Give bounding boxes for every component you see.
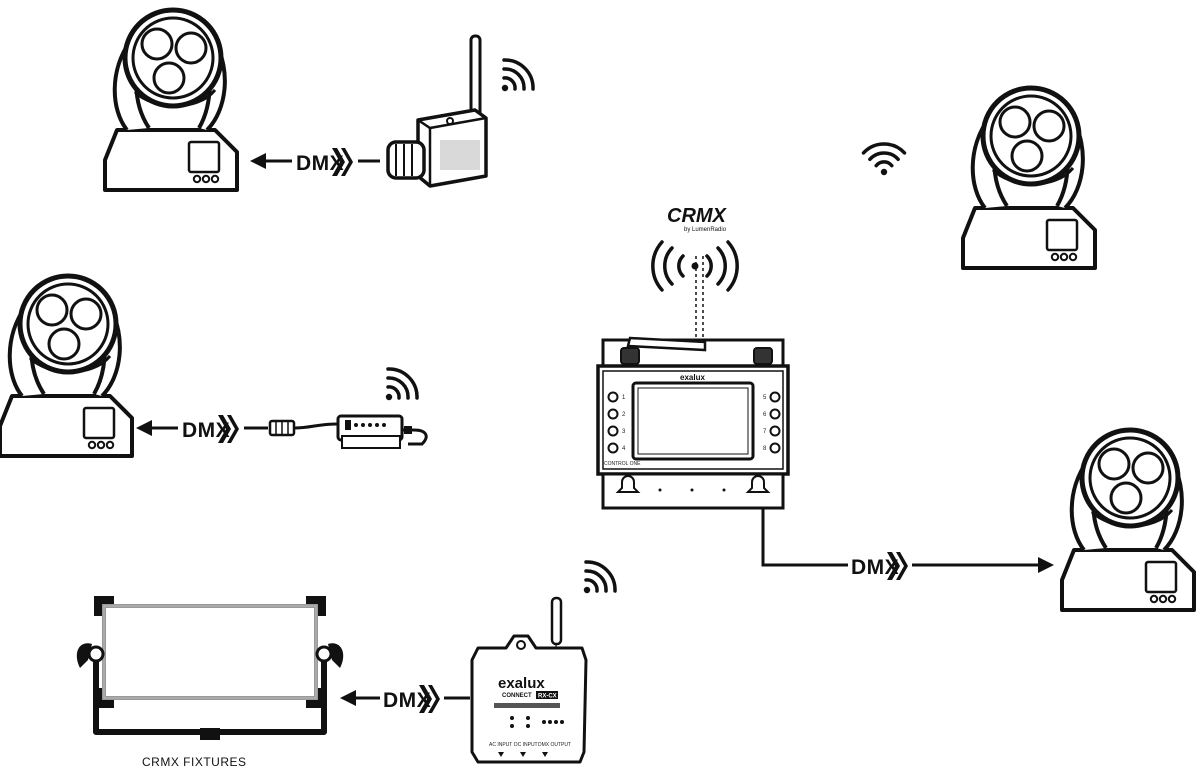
dmx-link-top-left: DMX <box>250 148 380 176</box>
arrow-right-icon <box>1038 557 1054 573</box>
fixture-moving-head-right <box>1062 430 1194 610</box>
connect-port-label: DMX OUTPUT <box>538 742 571 748</box>
fixture-moving-head-top-right <box>963 88 1095 268</box>
arrow-left-icon <box>136 420 152 436</box>
dmx-link-transmitter-to-right: DMX <box>761 508 1054 580</box>
dmx-label: DMX <box>182 419 230 442</box>
channel-button-label: 8 <box>763 446 767 452</box>
channel-button-label: 2 <box>622 412 626 418</box>
crmx-logo: CRMX by LumenRadio <box>667 205 728 233</box>
exalux-brand: exalux <box>498 675 545 692</box>
left-channel-buttons: 1 2 3 4 <box>607 391 626 454</box>
arrow-left-icon <box>250 153 266 169</box>
led-panel-fixture <box>76 596 344 740</box>
fixtures-caption: CRMX FIXTURES <box>142 755 247 769</box>
control-one-transmitter: exalux 1 2 3 4 5 6 7 8 CONTROL ONE <box>596 336 790 510</box>
dongle-wireless-receiver <box>268 414 428 449</box>
xlr-wireless-receiver <box>386 34 488 188</box>
exalux-brand: exalux <box>680 373 705 382</box>
channel-button-label: 5 <box>763 395 767 401</box>
channel-button-label: 1 <box>622 395 626 401</box>
channel-button-label: 6 <box>763 412 767 418</box>
wireless-signal-icon <box>860 130 908 179</box>
wireless-signal-icon <box>384 367 419 402</box>
fixture-moving-head-middle-left <box>0 276 132 456</box>
right-channel-buttons: 5 6 7 8 <box>763 391 781 454</box>
control-one-label: CONTROL ONE <box>604 461 641 467</box>
exalux-connect-receiver: exalux CONNECT RX-CX AC INPUT DC INPUT D… <box>470 596 588 764</box>
connect-badge: RX-CX <box>538 694 557 700</box>
dmx-label: DMX <box>296 152 344 175</box>
wireless-signal-icon <box>582 560 617 595</box>
wireless-signal-icon <box>500 58 535 93</box>
channel-button-label: 7 <box>763 429 767 435</box>
transmitter-signal-icon <box>651 240 739 292</box>
connect-port-label: DC INPUT <box>514 742 538 748</box>
connect-label: CONNECT <box>502 693 532 699</box>
channel-button-label: 4 <box>622 446 626 452</box>
crmx-tagline: by LumenRadio <box>684 227 727 233</box>
connect-port-label: AC INPUT <box>489 742 512 748</box>
channel-button-label: 3 <box>622 429 626 435</box>
dmx-link-middle-left: DMX <box>136 415 268 443</box>
dmx-label: DMX <box>851 556 899 579</box>
dmx-label: DMX <box>383 689 431 712</box>
fixture-moving-head-top-left <box>105 10 237 190</box>
arrow-left-icon <box>340 690 356 706</box>
crmx-logo-text: CRMX <box>667 205 728 227</box>
dmx-link-bottom: DMX <box>340 685 470 713</box>
